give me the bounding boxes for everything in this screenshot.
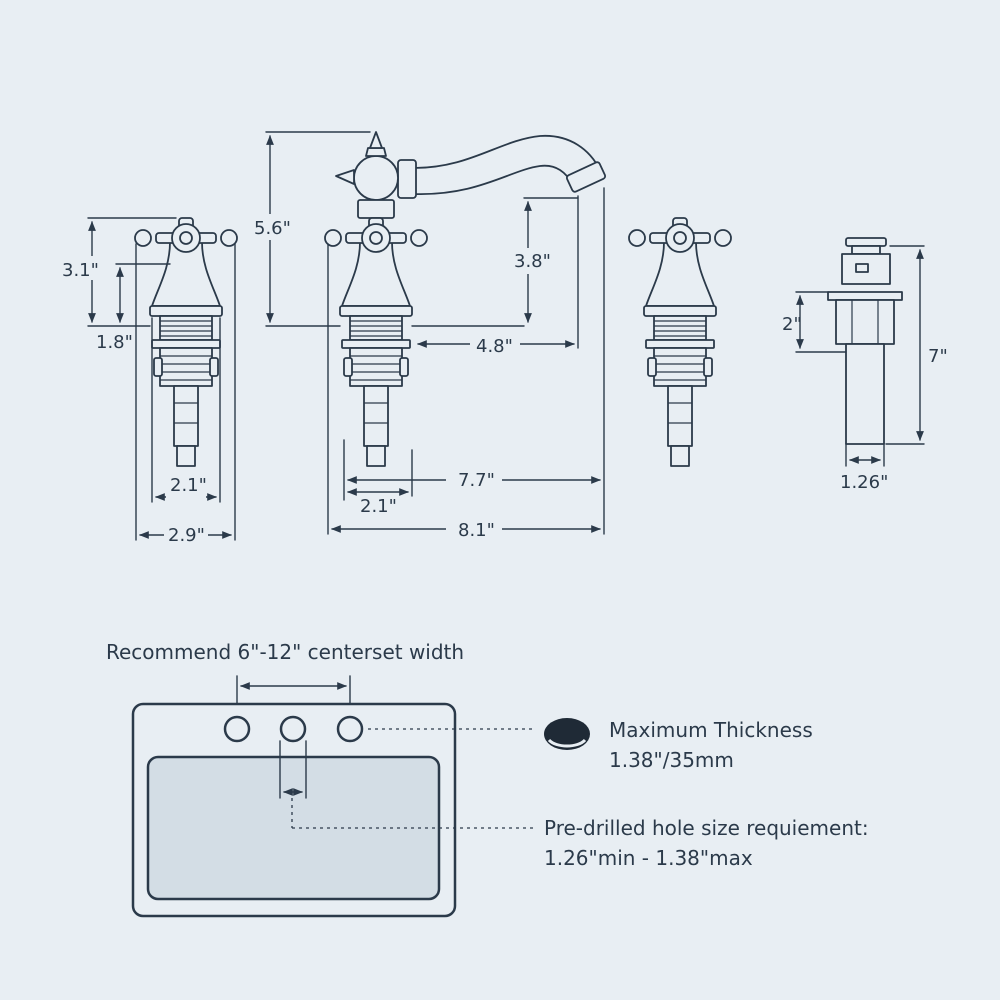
label-spout-span: 7.7" [458,470,495,491]
label-spout-clearance: 3.8" [514,251,551,272]
label-handle-body-height: 1.8" [96,332,133,353]
centerset-note: Recommend 6"-12" centerset width [106,640,464,664]
left-handle [134,217,238,467]
pop-up-drain [827,237,903,445]
hole-size-value: 1.26"min - 1.38"max [544,846,753,870]
label-drain-height: 7" [928,346,948,367]
faucet-hole-right [336,715,364,743]
spout-assembly [324,131,607,467]
faucet-hole-left [223,715,251,743]
label-drain-flange-height: 2" [782,314,802,335]
sink-diagram: Recommend 6"-12" centerset width Maximum… [106,640,869,918]
faucet-hole-center [279,715,307,743]
thickness-title: Maximum Thickness [609,718,813,742]
label-handle-base-width: 2.1" [170,475,207,496]
label-handle-width: 2.9" [168,525,205,546]
thickness-icon [544,718,590,750]
label-overall-span: 8.1" [458,520,495,541]
hole-size-title: Pre-drilled hole size requiement: [544,816,869,840]
label-drain-width: 1.26" [840,472,888,493]
right-handle [628,217,732,467]
thickness-value: 1.38"/35mm [609,748,734,772]
label-handle-height: 3.1" [62,260,99,281]
label-spout-reach: 4.8" [476,336,513,357]
dimension-labels: 3.1" 1.8" 2.1" 2.9" 5.6" 3.8" 4.8" 7.7" … [58,214,948,548]
label-spout-height: 5.6" [254,218,291,239]
label-spout-base-width: 2.1" [360,496,397,517]
